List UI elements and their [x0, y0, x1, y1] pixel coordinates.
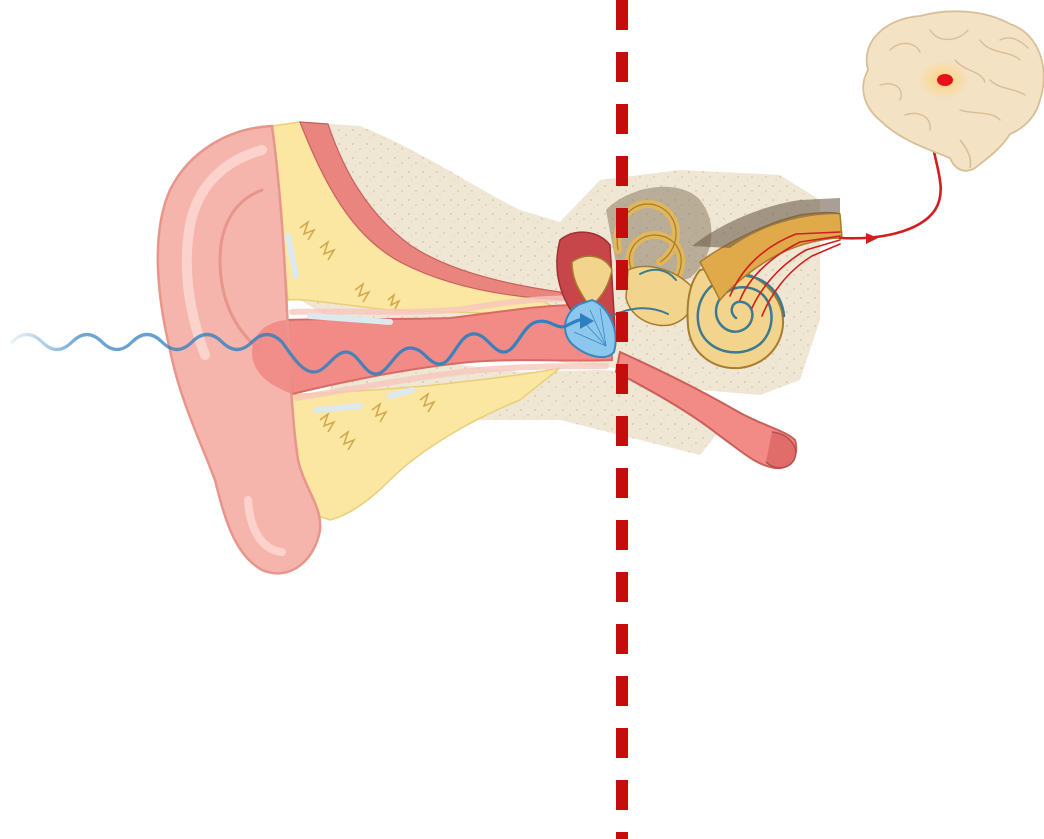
- nerve-signal-arrowhead-mid: [866, 233, 878, 244]
- auditory-cortex-hotspot: [937, 74, 953, 86]
- brain-icon: [863, 11, 1044, 170]
